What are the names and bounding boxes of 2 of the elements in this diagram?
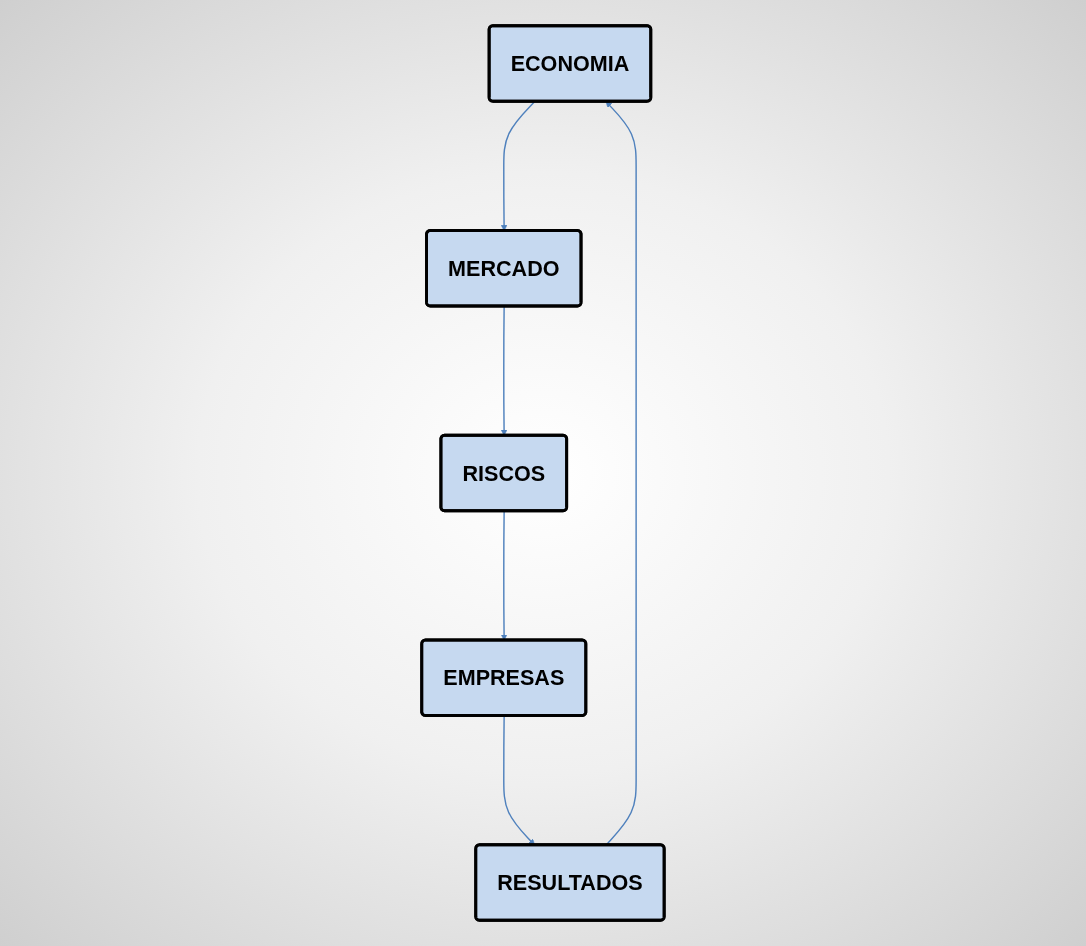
arrow [500, 305, 508, 436]
arrow [500, 510, 508, 641]
